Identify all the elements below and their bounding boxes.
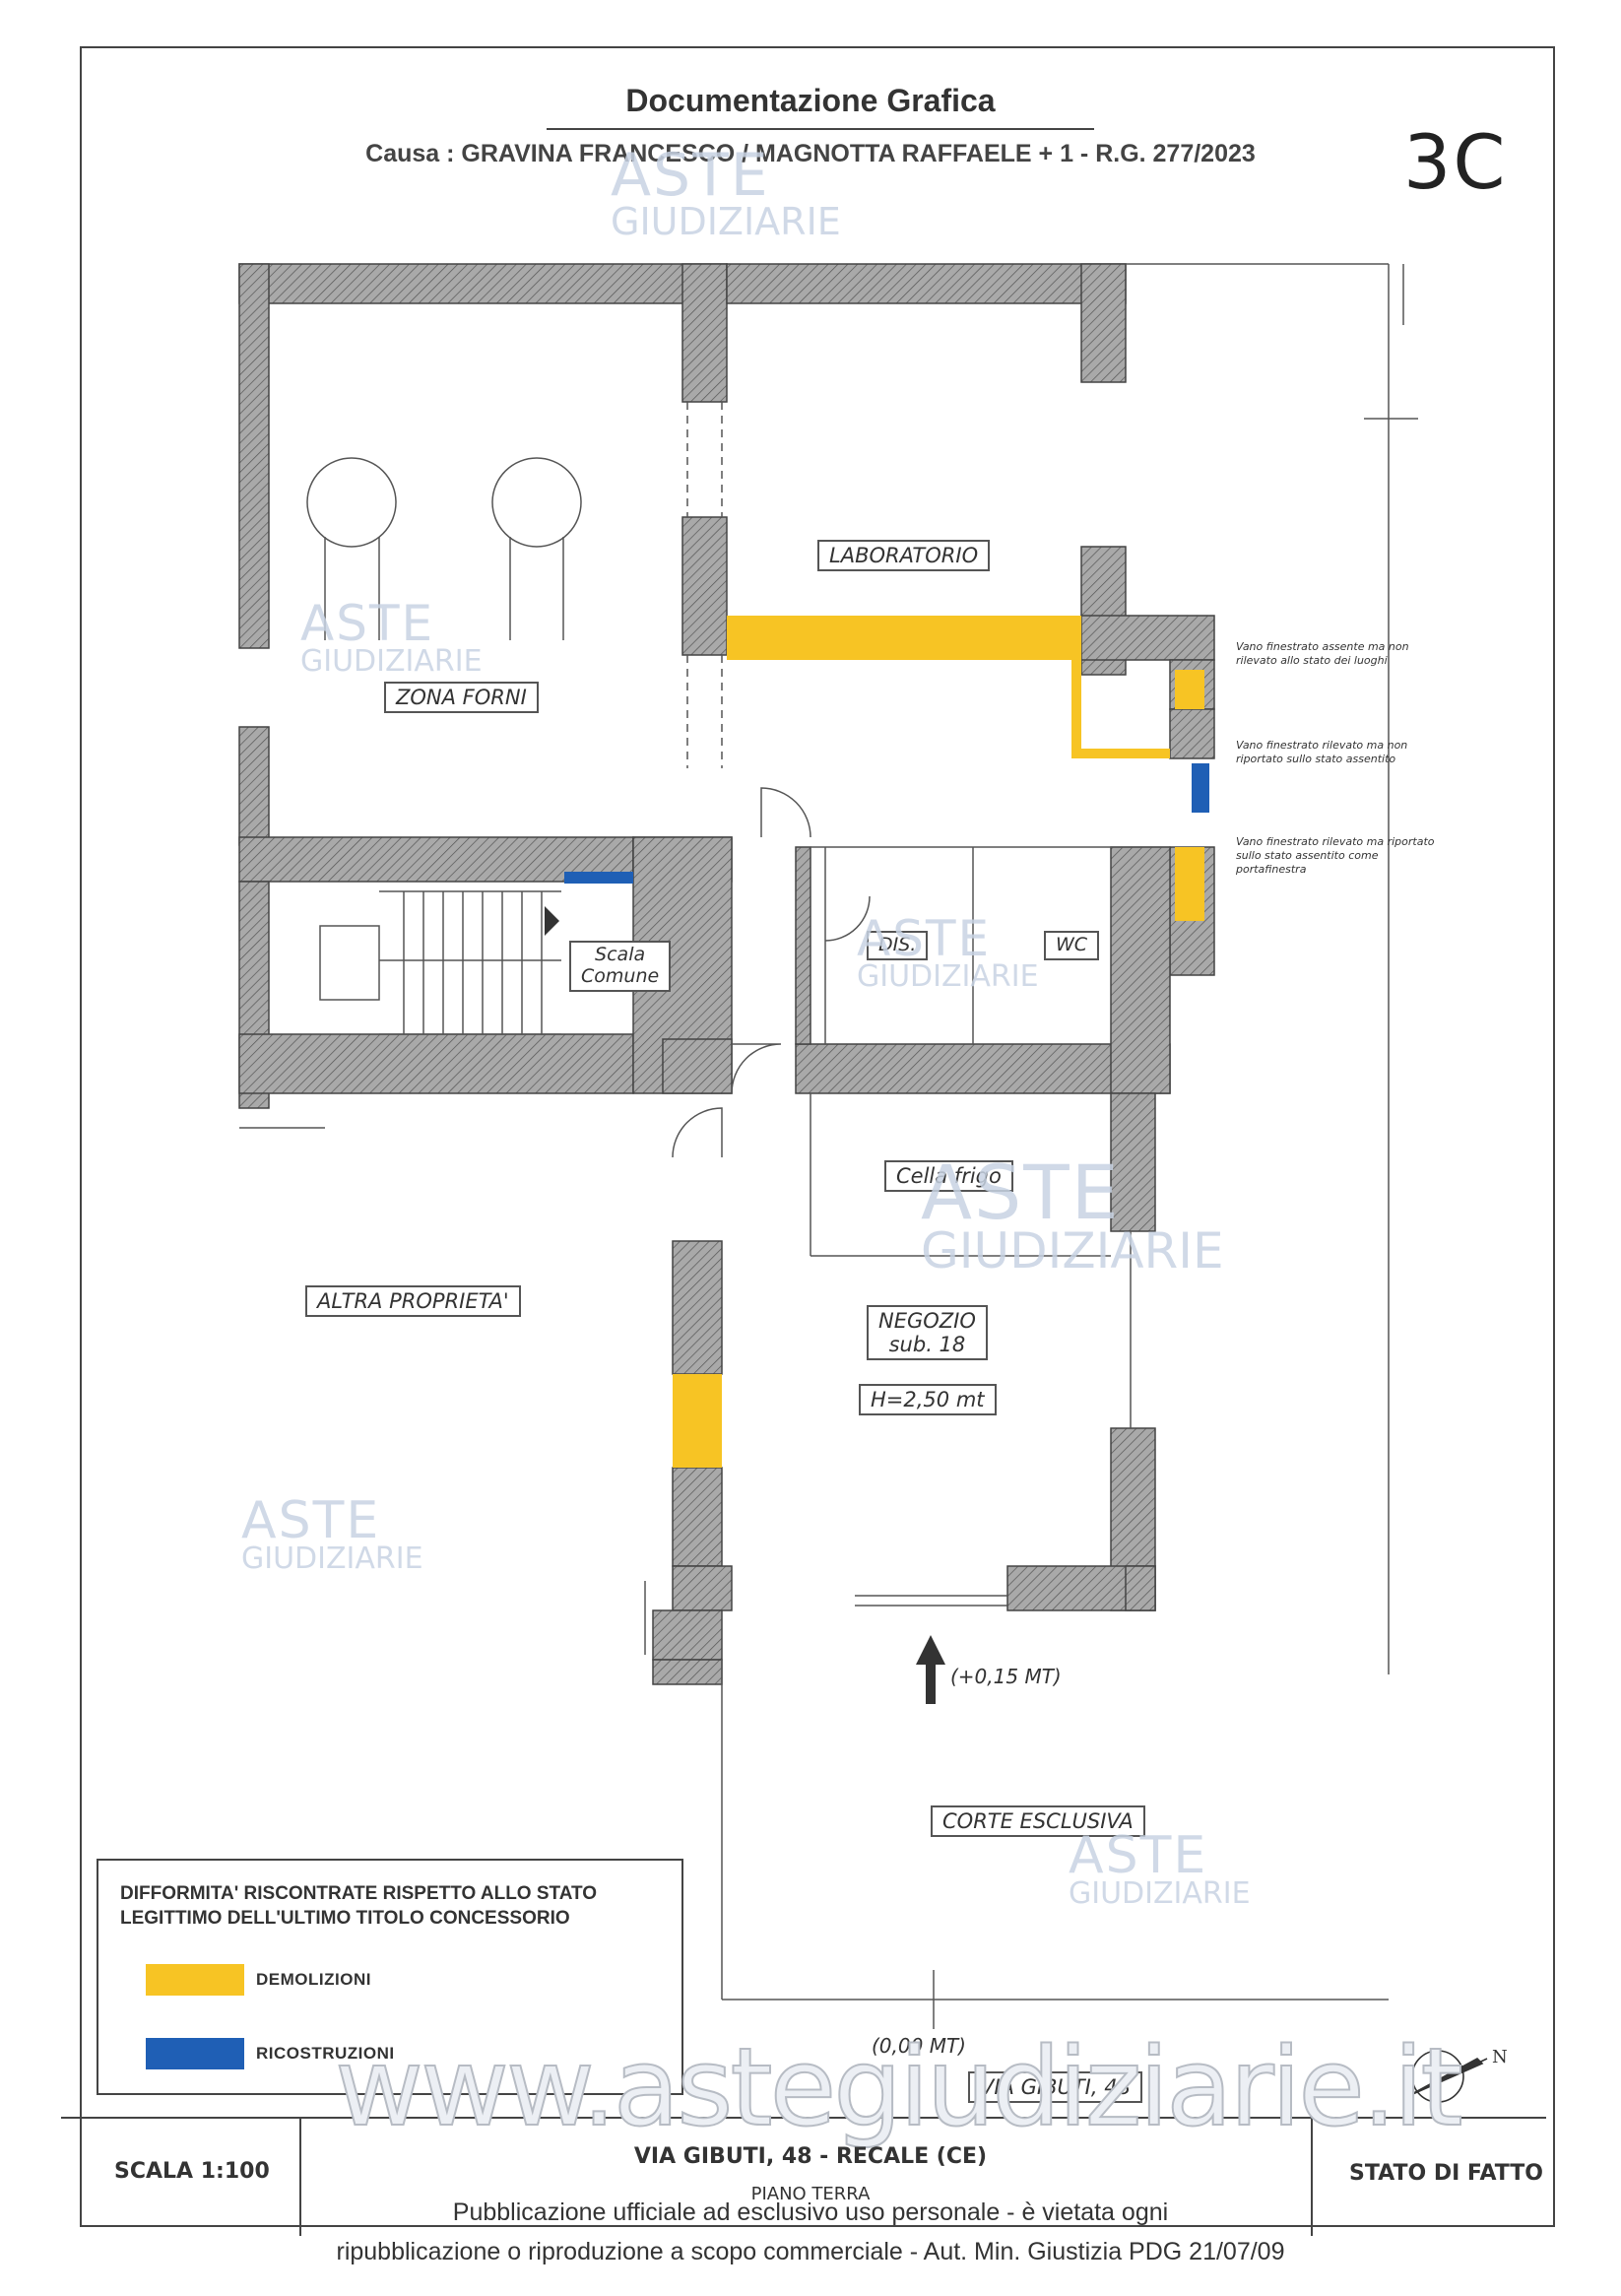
demolitions	[673, 616, 1204, 1468]
document-title: Documentazione Grafica	[625, 83, 996, 118]
legend-label-demolizioni: DEMOLIZIONI	[256, 1970, 371, 1989]
street-label: VIA GIBUTI, 48	[968, 2071, 1142, 2104]
note-window-1: Vano finestrato assente ma non rilevato …	[1236, 640, 1409, 667]
footer-scale: SCALA 1:100	[114, 2159, 270, 2184]
stair-arrow	[545, 906, 559, 936]
watermark-url: www.astegiudiziarie.it	[334, 2023, 1464, 2151]
room-cella-frigo: Cella frigo	[884, 1160, 1013, 1193]
room-zona-forni: ZONA FORNI	[384, 682, 539, 714]
title-underline	[547, 128, 1094, 130]
level-ground: (0,00 MT)	[872, 2034, 966, 2058]
publication-notice-1: Pubblicazione ufficiale ad esclusivo uso…	[452, 2198, 1169, 2226]
area-corte-esclusiva: CORTE ESCLUSIVA	[931, 1805, 1145, 1838]
room-dis: DIS.	[867, 931, 929, 960]
legend: DIFFORMITA' RISCONTRATE RISPETTO ALLO ST…	[97, 1859, 683, 2095]
footer-floor: PIANO TERRA	[750, 2184, 871, 2204]
negozio-line2: sub. 18	[888, 1333, 966, 1357]
legend-title: DIFFORMITA' RISCONTRATE RISPETTO ALLO ST…	[120, 1883, 598, 1929]
area-altra-proprieta: ALTRA PROPRIETA'	[305, 1285, 521, 1318]
entry-arrow	[916, 1635, 945, 1704]
case-reference: Causa : GRAVINA FRANCESCO / MAGNOTTA RAF…	[365, 140, 1256, 167]
negozio-line1: NEGOZIO	[878, 1309, 976, 1333]
sheet-border	[80, 46, 1555, 2227]
legend-swatch-demolizioni	[146, 1964, 244, 1996]
handwritten-code: 3C	[1403, 118, 1508, 206]
scala-line1: Scala	[595, 944, 646, 965]
compass-north-label: N	[1492, 2047, 1508, 2067]
room-height: H=2,50 mt	[859, 1384, 997, 1416]
compass-icon	[1407, 2050, 1488, 2103]
room-scala-comune: Scala Comune	[569, 941, 672, 992]
walls	[238, 263, 1215, 1685]
room-negozio: NEGOZIO sub. 18	[867, 1305, 988, 1361]
footer-address: VIA GIBUTI, 48 - RECALE (CE)	[633, 2144, 988, 2169]
note-window-2: Vano finestrato rilevato ma non riportat…	[1236, 739, 1408, 765]
interior-lines	[239, 263, 1418, 2029]
room-wc: WC	[1044, 931, 1100, 960]
footer-state: STATO DI FATTO	[1349, 2161, 1543, 2186]
legend-swatch-ricostruzioni	[146, 2038, 244, 2069]
scala-line2: Comune	[581, 964, 660, 987]
note-window-3: Vano finestrato rilevato ma riportato su…	[1236, 835, 1435, 876]
publication-notice-2: ripubblicazione o riproduzione a scopo c…	[336, 2238, 1285, 2265]
legend-label-ricostruzioni: RICOSTRUZIONI	[256, 2044, 395, 2063]
reconstructions	[564, 763, 1209, 884]
level-entry: (+0,15 MT)	[950, 1665, 1062, 1688]
room-laboratorio: LABORATORIO	[817, 540, 991, 572]
